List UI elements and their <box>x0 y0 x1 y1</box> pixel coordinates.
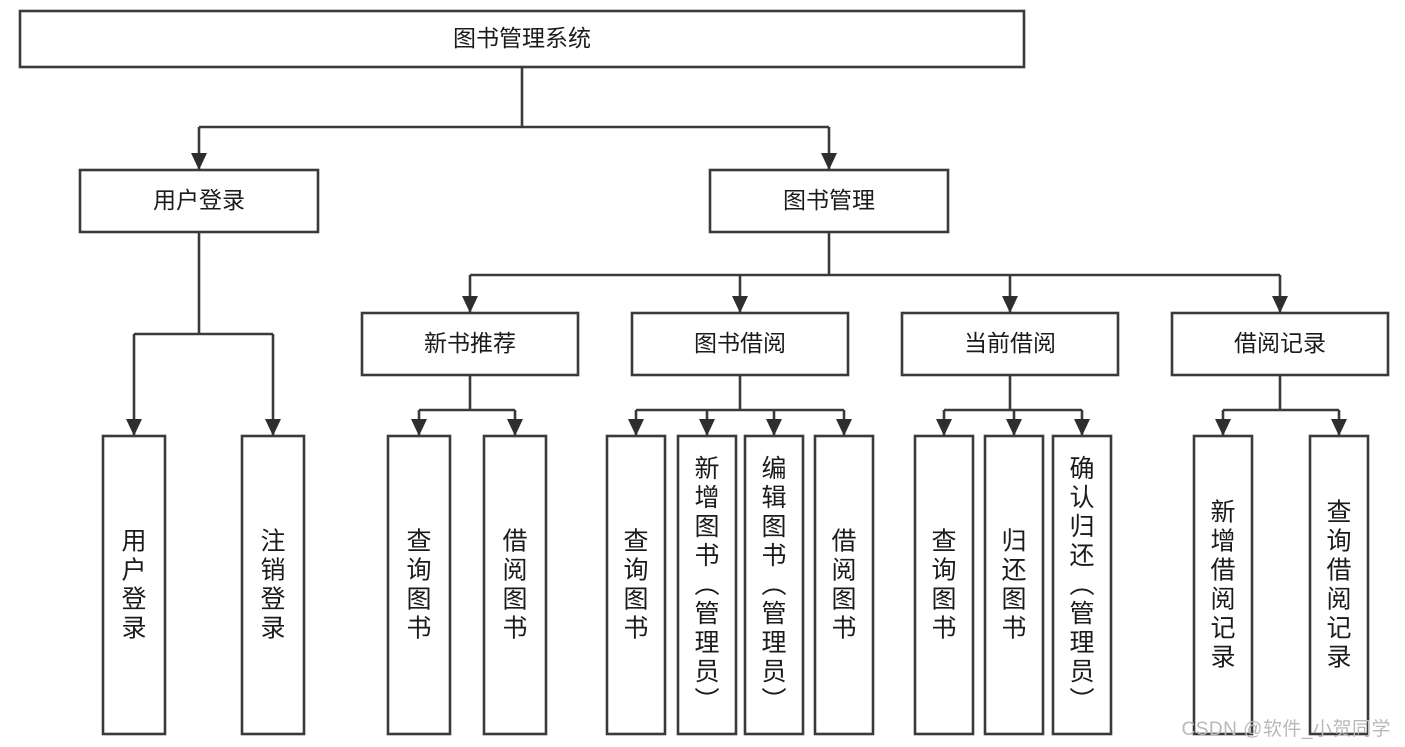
node-box-user-login[interactable] <box>78 168 320 234</box>
arrow-head-icon <box>732 296 748 313</box>
arrow-head-icon <box>836 419 852 436</box>
node-leaf-borrow-book-2[interactable]: 借阅图书 <box>813 434 875 736</box>
node-box-leaf-edit-book[interactable] <box>743 434 805 736</box>
node-label-leaf-borrow-book-2: 借阅图书 <box>831 528 856 643</box>
arrow-head-icon <box>507 419 523 436</box>
node-label-leaf-query-book-3: 查询图书 <box>931 528 956 643</box>
node-box-leaf-borrow-book-2[interactable] <box>813 434 875 736</box>
node-box-leaf-return-book[interactable] <box>983 434 1045 736</box>
node-box-root[interactable] <box>18 9 1026 69</box>
arrow-head-icon <box>1215 419 1231 436</box>
arrow-head-icon <box>265 419 281 436</box>
node-leaf-add-record[interactable]: 新增借阅记录 <box>1192 434 1254 736</box>
node-root[interactable]: 图书管理系统 <box>18 9 1026 69</box>
node-label-book-borrow: 图书借阅 <box>694 330 786 356</box>
node-label-borrow-record: 借阅记录 <box>1234 330 1326 356</box>
node-box-current-borrow[interactable] <box>900 311 1120 377</box>
arrow-head-icon <box>1002 296 1018 313</box>
node-user-login[interactable]: 用户登录 <box>78 168 320 234</box>
arrow-head-icon <box>411 419 427 436</box>
node-book-manage[interactable]: 图书管理 <box>708 168 950 234</box>
arrow-head-icon <box>191 153 207 170</box>
node-label-leaf-query-record: 查询借阅记录 <box>1326 499 1351 672</box>
node-box-book-borrow[interactable] <box>630 311 850 377</box>
node-book-borrow[interactable]: 图书借阅 <box>630 311 850 377</box>
node-leaf-query-book-1[interactable]: 查询图书 <box>386 434 452 736</box>
node-label-leaf-logout: 注销登录 <box>260 528 285 643</box>
node-label-leaf-confirm-return: 确认归还︵管理员︶ <box>1069 455 1094 715</box>
node-label-leaf-add-record: 新增借阅记录 <box>1210 499 1235 672</box>
node-leaf-query-book-2[interactable]: 查询图书 <box>605 434 667 736</box>
node-box-leaf-add-book[interactable] <box>676 434 738 736</box>
node-label-leaf-add-book: 新增图书︵管理员︶ <box>694 455 719 715</box>
node-leaf-logout[interactable]: 注销登录 <box>240 434 306 736</box>
node-box-new-book-rec[interactable] <box>360 311 580 377</box>
node-leaf-confirm-return[interactable]: 确认归还︵管理员︶ <box>1051 434 1113 736</box>
node-current-borrow[interactable]: 当前借阅 <box>900 311 1120 377</box>
nodes-layer: 图书管理系统用户登录图书管理新书推荐图书借阅当前借阅借阅记录用户登录注销登录查询… <box>18 9 1390 736</box>
arrow-head-icon <box>462 296 478 313</box>
node-box-leaf-add-record[interactable] <box>1192 434 1254 736</box>
node-box-leaf-confirm-return[interactable] <box>1051 434 1113 736</box>
node-label-root: 图书管理系统 <box>453 25 591 51</box>
node-box-book-manage[interactable] <box>708 168 950 234</box>
node-box-leaf-query-record[interactable] <box>1308 434 1370 736</box>
node-leaf-query-record[interactable]: 查询借阅记录 <box>1308 434 1370 736</box>
node-borrow-record[interactable]: 借阅记录 <box>1170 311 1390 377</box>
node-label-leaf-query-book-1: 查询图书 <box>406 528 431 643</box>
node-label-leaf-user-login: 用户登录 <box>121 528 146 643</box>
arrow-head-icon <box>1006 419 1022 436</box>
arrow-head-icon <box>1074 419 1090 436</box>
node-box-leaf-user-login[interactable] <box>101 434 167 736</box>
node-leaf-user-login[interactable]: 用户登录 <box>101 434 167 736</box>
arrow-head-icon <box>699 419 715 436</box>
node-label-current-borrow: 当前借阅 <box>964 330 1056 356</box>
arrow-head-icon <box>126 419 142 436</box>
connectors-layer <box>126 67 1347 436</box>
node-leaf-add-book[interactable]: 新增图书︵管理员︶ <box>676 434 738 736</box>
arrow-head-icon <box>936 419 952 436</box>
node-box-borrow-record[interactable] <box>1170 311 1390 377</box>
arrow-head-icon <box>766 419 782 436</box>
watermark-text: CSDN @软件_小贺同学 <box>1181 719 1391 740</box>
node-box-leaf-query-book-3[interactable] <box>913 434 975 736</box>
node-label-leaf-return-book: 归还图书 <box>1001 528 1026 643</box>
arrow-head-icon <box>628 419 644 436</box>
node-leaf-return-book[interactable]: 归还图书 <box>983 434 1045 736</box>
node-box-leaf-borrow-book-1[interactable] <box>482 434 548 736</box>
node-new-book-rec[interactable]: 新书推荐 <box>360 311 580 377</box>
node-box-leaf-logout[interactable] <box>240 434 306 736</box>
node-leaf-borrow-book-1[interactable]: 借阅图书 <box>482 434 548 736</box>
arrow-head-icon <box>821 153 837 170</box>
arrow-head-icon <box>1272 296 1288 313</box>
node-label-new-book-rec: 新书推荐 <box>424 330 516 356</box>
node-leaf-edit-book[interactable]: 编辑图书︵管理员︶ <box>743 434 805 736</box>
node-label-user-login: 用户登录 <box>153 187 245 213</box>
node-label-leaf-query-book-2: 查询图书 <box>623 528 648 643</box>
node-box-leaf-query-book-1[interactable] <box>386 434 452 736</box>
node-label-leaf-edit-book: 编辑图书︵管理员︶ <box>761 455 786 715</box>
node-leaf-query-book-3[interactable]: 查询图书 <box>913 434 975 736</box>
node-label-book-manage: 图书管理 <box>783 187 875 213</box>
node-box-leaf-query-book-2[interactable] <box>605 434 667 736</box>
node-label-leaf-borrow-book-1: 借阅图书 <box>502 528 527 643</box>
arrow-head-icon <box>1331 419 1347 436</box>
